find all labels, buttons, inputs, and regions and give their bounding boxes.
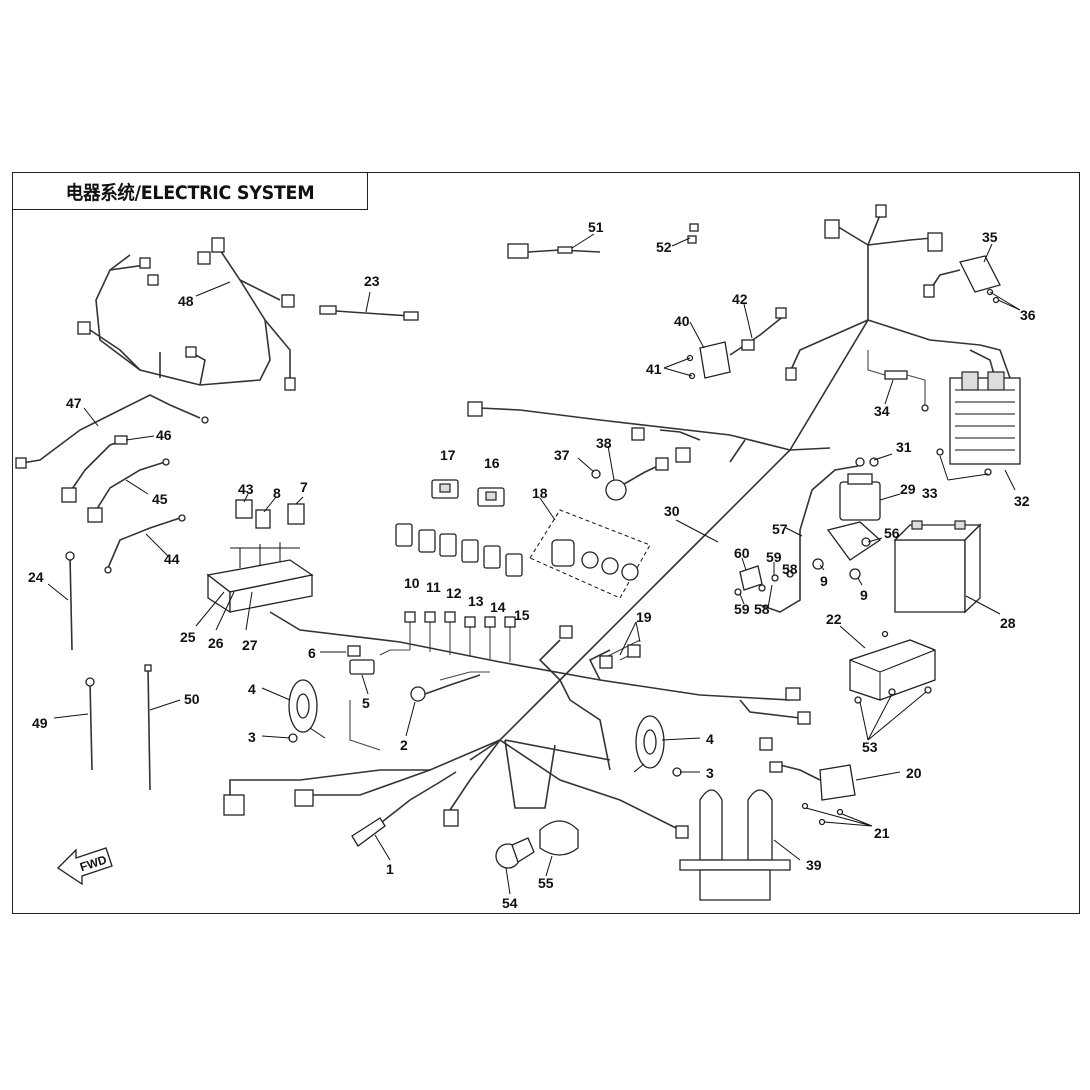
callout-31: 31 xyxy=(896,439,912,455)
callout-23: 23 xyxy=(364,273,380,289)
socket-18 xyxy=(529,509,651,599)
callout-55: 55 xyxy=(538,875,554,891)
regulator-32 xyxy=(936,344,1021,476)
callout-60: 60 xyxy=(734,545,750,561)
callout-30: 30 xyxy=(664,503,680,519)
callout-38: 38 xyxy=(596,435,612,451)
callout-24: 24 xyxy=(28,569,44,585)
callout-1: 1 xyxy=(386,861,394,877)
battery-28 xyxy=(893,520,982,614)
callout-40: 40 xyxy=(674,313,690,329)
callout-18: 18 xyxy=(532,485,548,501)
callout-35: 35 xyxy=(982,229,998,245)
callout-16: 16 xyxy=(484,455,500,471)
callouts: 1 2 3 3 4 4 5 6 7 8 9 9 10 11 12 13 14 1… xyxy=(28,219,1036,911)
harness-connectors xyxy=(223,204,943,839)
callout-8: 8 xyxy=(273,485,281,501)
fuse-box xyxy=(206,499,314,614)
fuse-34 xyxy=(867,350,929,412)
callout-26: 26 xyxy=(208,635,224,651)
callout-4: 4 xyxy=(248,681,256,697)
starter-relay-29 xyxy=(759,457,882,613)
callout-57: 57 xyxy=(772,521,788,537)
nuts-52 xyxy=(687,223,699,244)
switches-10-15 xyxy=(395,523,523,577)
callout-48: 48 xyxy=(178,293,194,309)
callout-59: 59 xyxy=(766,549,782,565)
callout-22: 22 xyxy=(826,611,842,627)
callout-2: 2 xyxy=(400,737,408,753)
callout-12: 12 xyxy=(446,585,462,601)
callout-52: 52 xyxy=(656,239,672,255)
callout-9: 9 xyxy=(820,573,828,589)
sensor-1 xyxy=(351,771,457,847)
callout-14: 14 xyxy=(490,599,506,615)
title-box: 电器系统/ELECTRIC SYSTEM xyxy=(12,172,368,210)
callout-46: 46 xyxy=(156,427,172,443)
callout-58: 58 xyxy=(782,561,798,577)
callout-13: 13 xyxy=(468,593,484,609)
callout-54: 54 xyxy=(502,895,518,911)
callout-21: 21 xyxy=(874,825,890,841)
relay-35 xyxy=(923,255,1001,304)
cables-left xyxy=(15,394,209,574)
cable-ties xyxy=(65,551,152,791)
callout-45: 45 xyxy=(152,491,168,507)
callout-6: 6 xyxy=(308,645,316,661)
cable-51 xyxy=(507,243,601,259)
callout-11: 11 xyxy=(426,579,441,595)
ecu-22 xyxy=(849,630,936,704)
callout-34: 34 xyxy=(874,403,890,419)
callout-3: 3 xyxy=(248,729,256,745)
main-wiring-harness xyxy=(229,214,981,831)
sensor-20 xyxy=(769,761,856,826)
callout-19: 19 xyxy=(636,609,652,625)
holder-39 xyxy=(679,789,791,901)
callout-47: 47 xyxy=(66,395,82,411)
callout-37: 37 xyxy=(554,447,570,463)
parts-2-5-6 xyxy=(347,645,481,702)
callout-20: 20 xyxy=(906,765,922,781)
cable-23 xyxy=(319,305,419,321)
callout-49: 49 xyxy=(32,715,48,731)
callout-32: 32 xyxy=(1014,493,1030,509)
callout-42: 42 xyxy=(732,291,748,307)
callout-41: 41 xyxy=(646,361,662,377)
horns-4 xyxy=(288,679,682,777)
callout-59: 59 xyxy=(734,601,750,617)
callout-25: 25 xyxy=(180,629,196,645)
callout-27: 27 xyxy=(242,637,258,653)
callout-44: 44 xyxy=(164,551,180,567)
sensor-40 xyxy=(686,307,787,380)
callout-50: 50 xyxy=(184,691,200,707)
sensor-38 xyxy=(591,457,669,501)
terminal-60 xyxy=(734,565,794,596)
harness-48 xyxy=(77,237,296,391)
callout-3: 3 xyxy=(706,765,714,781)
callout-58: 58 xyxy=(754,601,770,617)
callout-29: 29 xyxy=(900,481,916,497)
callout-15: 15 xyxy=(514,607,530,623)
callout-28: 28 xyxy=(1000,615,1016,631)
callout-10: 10 xyxy=(404,575,420,591)
callout-51: 51 xyxy=(588,219,604,235)
page-title: 电器系统/ELECTRIC SYSTEM xyxy=(65,181,315,204)
callout-17: 17 xyxy=(440,447,456,463)
callout-7: 7 xyxy=(300,479,308,495)
callout-33: 33 xyxy=(922,485,938,501)
bolts-9 xyxy=(812,537,871,580)
leader-lines xyxy=(47,233,1021,895)
switches-16-17 xyxy=(431,479,505,507)
callout-53: 53 xyxy=(862,739,878,755)
callout-4: 4 xyxy=(706,731,714,747)
fwd-arrow: FWD xyxy=(56,847,113,886)
callout-36: 36 xyxy=(1020,307,1036,323)
parts-54-55 xyxy=(495,820,579,869)
callout-56: 56 xyxy=(884,525,900,541)
callout-5: 5 xyxy=(362,695,370,711)
callout-39: 39 xyxy=(806,857,822,873)
callout-43: 43 xyxy=(238,481,254,497)
callout-9: 9 xyxy=(860,587,868,603)
